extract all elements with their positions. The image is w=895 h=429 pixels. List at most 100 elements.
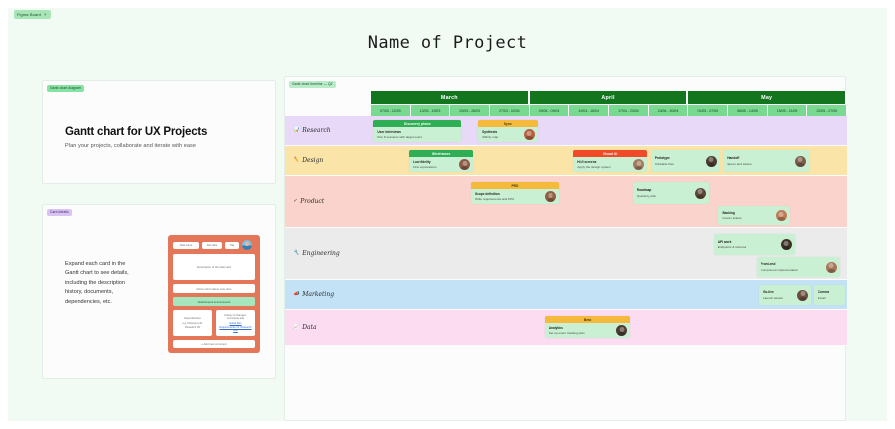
gantt-week-8[interactable]: 24/04 - 30/04 bbox=[648, 105, 689, 116]
mockup-attachments-block: Attachments & documents bbox=[173, 297, 255, 306]
task-description: Specs and tokens bbox=[727, 161, 752, 166]
gantt-row-label-marketing[interactable]: 📣Marketing bbox=[285, 280, 371, 309]
gantt-month-april: April bbox=[529, 91, 689, 104]
mockup-dependencies-title: Dependencies bbox=[184, 317, 201, 320]
mockup-add-comment-button[interactable]: + Add new comment bbox=[173, 340, 255, 348]
gantt-week-12[interactable]: 22/05 - 27/05 bbox=[807, 105, 848, 116]
row-label-text: Research bbox=[302, 127, 331, 134]
task-title: User interviews bbox=[377, 129, 401, 134]
assignee-avatar[interactable] bbox=[825, 261, 837, 273]
gantt-week-5[interactable]: 03/04 - 09/04 bbox=[529, 105, 570, 116]
task-description: Set up event tracking plan bbox=[548, 331, 585, 336]
mockup-history-link1[interactable]: linked files bbox=[229, 321, 242, 325]
gantt-week-7[interactable]: 17/04 - 23/04 bbox=[609, 105, 649, 116]
close-icon[interactable]: × bbox=[44, 12, 47, 17]
mockup-history-link2[interactable]: Requirements v2, Research Doc bbox=[219, 326, 252, 332]
task-phase-bar: Discovery phase bbox=[373, 120, 462, 127]
mockup-history-line1: History of changes, comments and bbox=[224, 314, 247, 320]
gantt-row-label-engineering[interactable]: 🔧Engineering bbox=[285, 228, 371, 279]
task-title: Scope definition bbox=[474, 191, 500, 196]
task-phase-bar: PRD bbox=[470, 182, 559, 189]
gantt-row-label-data[interactable]: 📈Data bbox=[285, 310, 371, 345]
mockup-history-block: History of changes, comments and linked … bbox=[216, 310, 255, 336]
assignee-avatar[interactable] bbox=[523, 129, 535, 140]
gantt-week-3[interactable]: 20/03 - 26/03 bbox=[450, 105, 491, 116]
task-title: Prototype bbox=[654, 156, 670, 161]
task-description: Affinity map bbox=[482, 135, 499, 140]
gantt-week-4[interactable]: 27/03 - 02/04 bbox=[490, 105, 530, 116]
card-detail-mockup: Task name Due date Tag Description of th… bbox=[168, 235, 260, 353]
gantt-row-label-product[interactable]: ✓Product bbox=[285, 176, 371, 227]
mockup-split-row: Dependencies e.g. Discovery 01 Research … bbox=[173, 310, 255, 336]
assignee-avatar[interactable] bbox=[797, 289, 809, 301]
hero-subheading: Plan your projects, collaborate and iter… bbox=[65, 143, 197, 149]
row-label-text: Product bbox=[300, 198, 325, 205]
assignee-avatar[interactable] bbox=[633, 159, 645, 170]
wrench-icon: 🔧 bbox=[293, 250, 300, 256]
gantt-row-label-design[interactable]: ✏️Design bbox=[285, 146, 371, 175]
assignee-avatar[interactable] bbox=[694, 187, 706, 199]
gantt-week-11[interactable]: 15/05 - 21/05 bbox=[767, 105, 808, 116]
gantt-week-6[interactable]: 10/04 - 16/04 bbox=[569, 105, 610, 116]
task-phase-bar: Sync bbox=[478, 120, 538, 127]
assignee-avatar[interactable] bbox=[545, 191, 556, 202]
assignee-avatar[interactable] bbox=[459, 159, 471, 170]
board-tag[interactable]: Figma Board × bbox=[14, 10, 51, 19]
gantt-week-10[interactable]: 08/05 - 14/05 bbox=[728, 105, 768, 116]
mockup-avatar-icon bbox=[242, 240, 252, 250]
task-title: API work bbox=[717, 239, 732, 244]
assignee-avatar[interactable] bbox=[705, 155, 717, 167]
task-title: Hi-fi screens bbox=[577, 159, 597, 164]
gantt-week-9[interactable]: 01/05 - 07/05 bbox=[688, 105, 729, 116]
assignee-avatar[interactable] bbox=[794, 155, 806, 167]
chart-icon: 📊 bbox=[293, 127, 300, 133]
assignee-avatar[interactable] bbox=[616, 325, 628, 336]
assignee-avatar[interactable] bbox=[780, 239, 792, 250]
gantt-panel-tag: Gantt chart timeline — Q2 bbox=[289, 81, 336, 88]
task-title: Comms bbox=[817, 290, 830, 295]
gantt-week-1[interactable]: 07/03 - 12/03 bbox=[371, 105, 411, 116]
row-label-text: Engineering bbox=[302, 250, 340, 257]
gantt-week-2[interactable]: 13/03 - 19/03 bbox=[410, 105, 451, 116]
assignee-avatar[interactable] bbox=[775, 210, 787, 221]
row-label-text: Design bbox=[302, 157, 324, 164]
gantt-row-label-research[interactable]: 📊Research bbox=[285, 116, 371, 145]
mockup-status-block: Add a short status note here bbox=[173, 284, 255, 293]
info-panel: Card details Expand each card in the Gan… bbox=[42, 204, 276, 379]
